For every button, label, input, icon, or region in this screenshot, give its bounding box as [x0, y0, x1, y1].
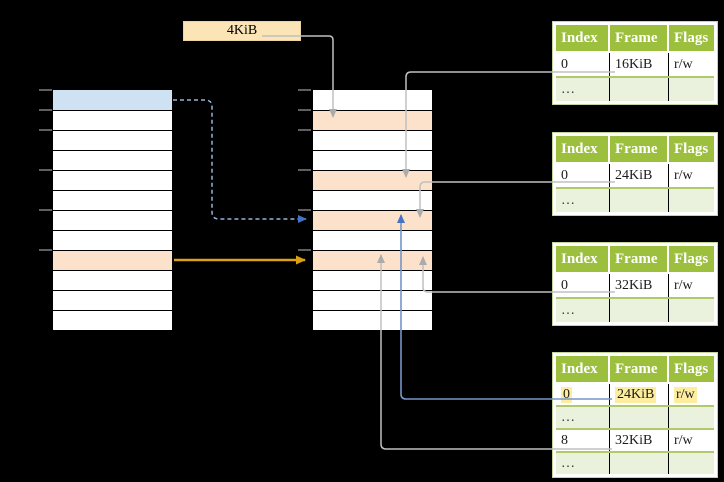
table-row: … — [556, 451, 714, 474]
table-row: … — [556, 297, 714, 322]
index-header: Index — [556, 136, 610, 162]
flags-header: Flags — [669, 25, 714, 51]
memory-frame — [313, 150, 432, 170]
memory-cell — [53, 250, 172, 270]
flags-cell: r/w — [669, 274, 714, 297]
memory-cell — [53, 110, 172, 130]
frame-cell — [610, 453, 669, 474]
frame-size-label: 4KiB — [183, 21, 301, 41]
flags-header: Flags — [669, 356, 714, 382]
index-cell: … — [556, 407, 610, 428]
table-row: 0 24KiB r/w — [556, 162, 714, 187]
index-cell: … — [556, 189, 610, 212]
memory-frame — [313, 310, 432, 330]
memory-frame — [313, 130, 432, 150]
memory-cell — [53, 190, 172, 210]
table-header-row: Index Frame Flags — [556, 246, 714, 272]
frame-header: Frame — [610, 136, 669, 162]
memory-frame — [313, 210, 432, 230]
frame-cell — [610, 78, 669, 101]
flags-cell — [669, 453, 714, 474]
table-row: 0 16KiB r/w — [556, 51, 714, 76]
index-cell: … — [556, 299, 610, 322]
page-table-3: Index Frame Flags 0 32KiB r/w … — [552, 242, 718, 326]
table-row: … — [556, 187, 714, 212]
memory-cell — [53, 90, 172, 110]
memory-cell — [53, 170, 172, 190]
index-cell: 0 — [556, 384, 610, 405]
highlighted-value: r/w — [674, 386, 697, 403]
memory-frame — [313, 290, 432, 310]
index-cell: 0 — [556, 53, 610, 76]
frame-header: Frame — [610, 356, 669, 382]
highlighted-value: 24KiB — [615, 386, 657, 403]
frame-cell: 16KiB — [610, 53, 669, 76]
table-header-row: Index Frame Flags — [556, 25, 714, 51]
frame-cell: 24KiB — [610, 164, 669, 187]
memory-cell — [53, 290, 172, 310]
memory-frame — [313, 270, 432, 290]
memory-cell — [53, 270, 172, 290]
memory-frame — [313, 190, 432, 210]
frame-cell — [610, 299, 669, 322]
index-cell: 8 — [556, 430, 610, 451]
flags-cell: r/w — [669, 384, 714, 405]
frame-cell — [610, 189, 669, 212]
virtual-memory-column — [52, 89, 173, 331]
memory-cell — [53, 230, 172, 250]
index-cell: … — [556, 453, 610, 474]
table-header-row: Index Frame Flags — [556, 356, 714, 382]
flags-header: Flags — [669, 246, 714, 272]
index-cell: 0 — [556, 164, 610, 187]
page-table-2: Index Frame Flags 0 24KiB r/w … — [552, 132, 718, 216]
flags-cell — [669, 78, 714, 101]
arrow-virtual-page-to-frame-dashed — [173, 99, 307, 223]
index-header: Index — [556, 356, 610, 382]
physical-memory-column — [312, 89, 433, 331]
memory-frame — [313, 170, 432, 190]
memory-cell — [53, 210, 172, 230]
table-row: … — [556, 76, 714, 101]
index-header: Index — [556, 246, 610, 272]
page-table-1: Index Frame Flags 0 16KiB r/w … — [552, 21, 718, 105]
index-cell: 0 — [556, 274, 610, 297]
memory-cell — [53, 150, 172, 170]
memory-frame — [313, 230, 432, 250]
index-header: Index — [556, 25, 610, 51]
frame-header: Frame — [610, 25, 669, 51]
page-table-4: Index Frame Flags 0 24KiB r/w … 8 32KiB … — [552, 352, 718, 478]
memory-frame — [313, 110, 432, 130]
highlighted-value: 0 — [561, 386, 572, 403]
frame-cell: 32KiB — [610, 274, 669, 297]
flags-cell: r/w — [669, 53, 714, 76]
flags-cell — [669, 407, 714, 428]
memory-frame — [313, 250, 432, 270]
flags-cell — [669, 189, 714, 212]
flags-cell: r/w — [669, 164, 714, 187]
table-row-highlighted: 0 24KiB r/w — [556, 382, 714, 405]
frame-header: Frame — [610, 246, 669, 272]
table-row: 0 32KiB r/w — [556, 272, 714, 297]
memory-frame — [313, 90, 432, 110]
memory-cell — [53, 310, 172, 330]
index-cell: … — [556, 78, 610, 101]
flags-cell — [669, 299, 714, 322]
memory-cell — [53, 130, 172, 150]
frame-cell: 24KiB — [610, 384, 669, 405]
table-row: … — [556, 405, 714, 428]
table-row: 8 32KiB r/w — [556, 428, 714, 451]
table-header-row: Index Frame Flags — [556, 136, 714, 162]
frame-cell — [610, 407, 669, 428]
flags-header: Flags — [669, 136, 714, 162]
frame-cell: 32KiB — [610, 430, 669, 451]
flags-cell: r/w — [669, 430, 714, 451]
